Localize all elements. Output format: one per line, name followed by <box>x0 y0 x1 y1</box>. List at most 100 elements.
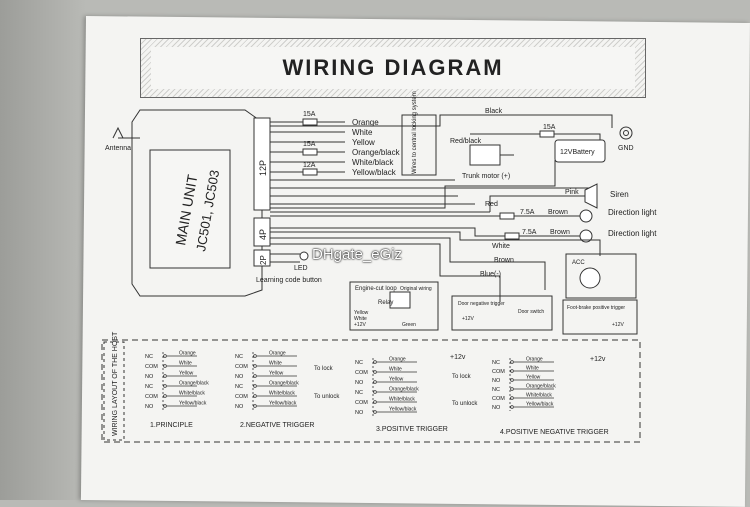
pos-neg-trigger-pin: NO <box>492 405 501 411</box>
principle-wire-label: White <box>179 361 192 367</box>
central-lock-note: Wires to central locking system <box>412 91 418 174</box>
connector-4p-label: 4P <box>258 229 268 240</box>
pos-trigger-pin: NO <box>355 380 364 386</box>
wire-label-orange-black: Orange/black <box>352 148 401 157</box>
neg-trigger-wire-label: White/black <box>269 391 295 397</box>
engine-cut-green: Green <box>402 322 416 328</box>
pos-trigger-wire-label: Yellow <box>389 377 404 383</box>
connector-2p <box>253 249 271 267</box>
engine-cut-12v: +12V <box>354 322 366 328</box>
principle-pin: NO <box>145 374 154 380</box>
door-negative-12v: +12V <box>462 316 474 322</box>
brown-wire-3 <box>270 237 546 290</box>
principle-wire-label: Orange <box>179 351 196 357</box>
pos-trigger-pin-dot <box>373 390 377 394</box>
gnd-label: GND <box>618 145 634 152</box>
pos-neg-trigger-pin: NC <box>492 387 500 393</box>
blue-wire-label: Blue(-) <box>480 271 501 278</box>
positive-trigger-caption: 3.POSITIVE TRIGGER <box>376 426 448 433</box>
door-negative-title: Door negative trigger <box>458 301 505 307</box>
pos-neg-trigger-wire-label: White/black <box>526 393 552 399</box>
neg-trigger-pin-dot <box>253 394 257 398</box>
brown-1-label: Brown <box>548 209 568 216</box>
pos-neg-trigger-pin-dot <box>510 396 514 400</box>
battery-fuse-label: 15A <box>543 124 556 131</box>
acc-label: ACC <box>572 260 585 266</box>
antenna-label: Antenna <box>105 145 131 152</box>
main-unit-label-box <box>149 149 231 269</box>
background-edge <box>0 0 86 500</box>
direction-light-2-label: Direction light <box>608 229 657 238</box>
neg-trigger-wire-label: Yellow/black <box>269 401 297 407</box>
trunk-motor <box>469 144 501 166</box>
principle-pin-dot <box>163 354 167 358</box>
led-icon <box>299 251 309 261</box>
wire-label-yellow: Yellow <box>352 138 375 147</box>
gnd-terminal <box>619 126 633 140</box>
foot-brake-box <box>562 299 638 335</box>
brown-2-label: Brown <box>550 229 570 236</box>
principle-caption: 1.PRINCIPLE <box>150 422 193 429</box>
pos-trigger-wire-label: Orange/black <box>389 387 419 393</box>
neg-to-lock: To lock <box>314 366 334 372</box>
pos-neg-trigger-wire-label: Orange <box>526 357 543 363</box>
principle-pin: COM <box>145 394 158 400</box>
pos-neg-trigger-pin-dot <box>510 378 514 382</box>
pos-trigger-pin-dot <box>373 380 377 384</box>
principle-wire-label: Yellow/black <box>179 401 207 407</box>
main-unit-body <box>131 109 263 297</box>
black-wire-label: Black <box>485 108 503 115</box>
negative-trigger-caption: 2.NEGATIVE TRIGGER <box>240 422 314 429</box>
principle-pin-dot <box>163 364 167 368</box>
principle-pin: COM <box>145 364 158 370</box>
pos-trigger-pin-dot <box>373 410 377 414</box>
neg-trigger-pin: NC <box>235 384 243 390</box>
principle-pin-dot <box>163 394 167 398</box>
neg-trigger-wire-label: Orange/black <box>269 381 299 387</box>
antenna-icon <box>112 126 124 139</box>
pos-trigger-pin: COM <box>355 370 368 376</box>
pos-trigger-pin: NC <box>355 360 363 366</box>
fuse-12a: 12A <box>303 162 316 169</box>
positive-negative-trigger-caption: 4.POSITIVE NEGATIVE TRIGGER <box>500 429 609 436</box>
direction-light-2-icon <box>579 229 593 243</box>
battery <box>554 139 606 163</box>
pos-to-unlock: To unlock <box>452 401 478 407</box>
principle-wire-label: Yellow <box>179 371 194 377</box>
central-lock-note-box <box>401 114 437 176</box>
pos-neg-trigger-wire-label: White <box>526 366 539 372</box>
neg-trigger-wire-label: Orange <box>269 351 286 357</box>
pos-trigger-pin: COM <box>355 400 368 406</box>
neg-trigger-pin: NC <box>235 354 243 360</box>
pos-trigger-pin: NO <box>355 410 364 416</box>
neg-trigger-wire-label: Yellow <box>269 371 284 377</box>
engine-cut-title: Engine-cut loop <box>355 286 397 292</box>
battery-fuse <box>539 130 555 138</box>
red-wire <box>270 160 556 209</box>
pos-trigger-pin-dot <box>373 360 377 364</box>
neg-trigger-pin-dot <box>253 354 257 358</box>
siren-icon <box>584 183 598 209</box>
pos-neg-trigger-pin-dot <box>510 405 514 409</box>
fuse-15a-1: 15A <box>303 111 316 118</box>
fuse-75a-1-label: 7.5A <box>520 209 535 216</box>
neg-trigger-pin: COM <box>235 394 248 400</box>
watermark: DHgate_eGiz <box>312 246 403 263</box>
pos-trigger-wire-label: White <box>389 367 402 373</box>
pos-neg-trigger-wire-label: Yellow/black <box>526 402 554 408</box>
neg-trigger-pin-dot <box>253 374 257 378</box>
pos-12v: +12v <box>450 354 466 361</box>
led-label: LED <box>294 265 308 272</box>
pos-neg-trigger-pin: NO <box>492 378 501 384</box>
direction-light-1-label: Direction light <box>608 208 657 217</box>
wire-label-white: White <box>352 128 373 137</box>
foot-brake-title: Foot-brake positive trigger <box>567 305 625 311</box>
battery-label: 12VBattery <box>560 149 595 156</box>
fuse-75a-2-label: 7.5A <box>522 229 537 236</box>
pos-neg-trigger-pin-dot <box>510 387 514 391</box>
connector-12p <box>253 117 271 211</box>
engine-cut-yellow: Yellow <box>354 310 369 316</box>
pos-trigger-pin-dot <box>373 370 377 374</box>
fuses-12p <box>302 118 318 176</box>
